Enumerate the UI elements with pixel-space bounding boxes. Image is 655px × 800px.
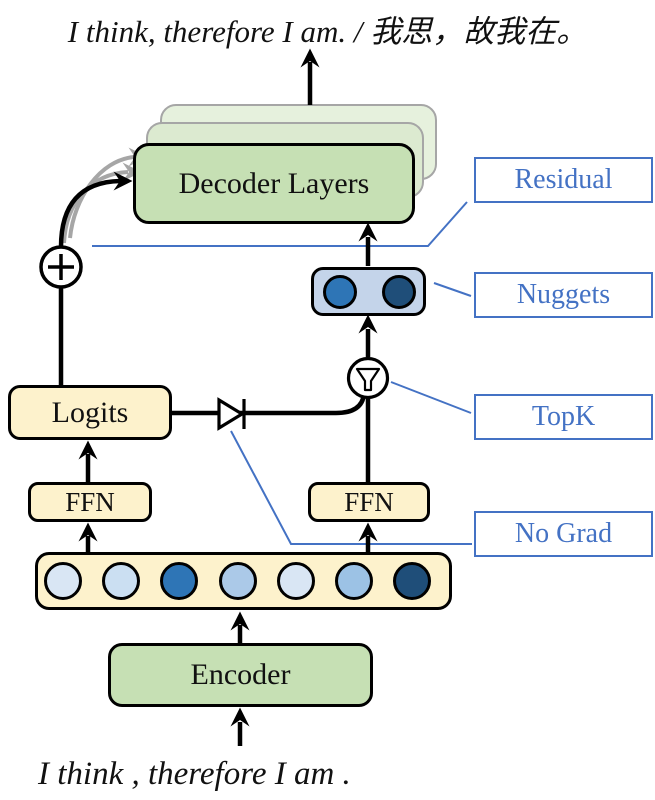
nuggets-block — [311, 267, 426, 316]
logits-to-funnel-line — [172, 393, 367, 416]
nuggets-connector-line — [433, 282, 472, 297]
encoder-label: Encoder — [190, 658, 291, 691]
encoder-block: Encoder — [108, 643, 373, 707]
arrow-up-icon — [358, 222, 378, 242]
topk-connector-line — [390, 381, 472, 414]
ffn-left-label: FFN — [65, 486, 115, 517]
callout-nuggets: Nuggets — [474, 272, 653, 318]
callout-topk: TopK — [474, 394, 653, 440]
arrow-up-icon — [300, 48, 320, 68]
output-sentence: I think, therefore I am. / 我思，故我在。 — [67, 14, 588, 49]
decoder-layers-block: Decoder Layers — [133, 143, 415, 224]
arrow-up-icon — [78, 440, 98, 460]
topk-filter-icon — [346, 356, 390, 400]
residual-label: Residual — [514, 164, 613, 195]
gray-curve-lines — [62, 155, 135, 244]
topk-label: TopK — [531, 401, 596, 432]
input-sentence: I think , therefore I am . — [38, 756, 351, 792]
encoder-embeddings-row — [35, 552, 452, 610]
ffn-right-block: FFN — [308, 482, 430, 522]
arrow-up-icon — [230, 707, 250, 727]
logits-block: Logits — [8, 385, 172, 440]
arrow-up-icon — [230, 611, 250, 631]
arrow-up-icon — [358, 522, 378, 542]
callout-residual: Residual — [474, 157, 653, 203]
ffn-left-block: FFN — [28, 482, 152, 522]
residual-add-icon — [39, 245, 83, 289]
no-grad-label: No Grad — [514, 518, 613, 549]
logits-label: Logits — [51, 395, 129, 429]
stop-gradient-icon — [217, 397, 246, 431]
callout-no-grad: No Grad — [474, 511, 653, 557]
decoder-layers-label: Decoder Layers — [178, 166, 370, 200]
plus-to-decoder-curve — [58, 178, 121, 248]
ffn-right-label: FFN — [344, 486, 394, 517]
arrow-right-icon — [113, 171, 133, 191]
arrow-up-icon — [358, 314, 378, 334]
arrow-up-icon — [78, 522, 98, 542]
nuggets-label: Nuggets — [516, 279, 611, 310]
